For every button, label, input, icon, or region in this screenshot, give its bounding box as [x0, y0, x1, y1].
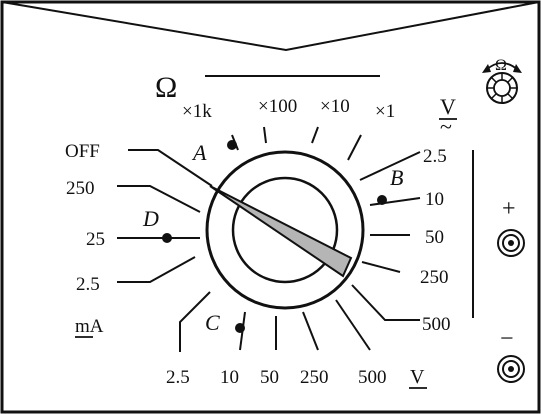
- ohm-range-x1: ×1: [375, 101, 395, 122]
- ma-label-250: 250: [66, 178, 95, 199]
- acv-leader-500: [351, 284, 420, 321]
- ac-symbol: ~: [440, 114, 452, 139]
- point-a-label: A: [191, 140, 207, 165]
- dcv-label-10: 10: [220, 367, 239, 388]
- tick-ohm-x10: [311, 126, 319, 144]
- meter-window-edge: [1, 1, 540, 52]
- dcv-label-500: 500: [358, 367, 387, 388]
- selector-pointer[interactable]: [209, 185, 353, 278]
- point-a-marker: [227, 140, 237, 150]
- ohm-range-x100: ×100: [258, 96, 297, 117]
- ma-label-25: 25: [86, 229, 105, 250]
- acv-leader-10: [369, 197, 421, 206]
- point-b-label: B: [390, 165, 403, 190]
- ma-unit: mA: [75, 316, 104, 337]
- selector-dial-inner: [231, 176, 339, 284]
- negative-terminal-jack-icon[interactable]: [497, 355, 525, 383]
- acv-unit: V: [440, 94, 456, 119]
- tick-ohm-x1: [347, 134, 362, 161]
- point-c-marker: [235, 323, 245, 333]
- dcv-label-2-5: 2.5: [166, 367, 190, 388]
- acv-label-500: 500: [422, 314, 451, 335]
- acv-leader-2-5: [359, 151, 421, 181]
- off-leader-line: [128, 149, 213, 187]
- positive-terminal-label: +: [502, 196, 516, 222]
- ohm-range-x10: ×10: [320, 96, 350, 117]
- acv-label-250: 250: [420, 267, 449, 288]
- negative-terminal-label: −: [500, 326, 514, 352]
- zero-adjust-knob-icon[interactable]: [482, 62, 522, 104]
- ohm-range-x1k: ×1k: [182, 101, 212, 122]
- zero-adjust-symbol: Ω: [495, 57, 507, 74]
- ma-leader-2-5: [117, 256, 196, 283]
- positive-terminal-jack-icon[interactable]: [497, 229, 525, 257]
- point-d-marker: [162, 233, 172, 243]
- acv-label-2-5: 2.5: [423, 146, 447, 167]
- dcv-label-250: 250: [300, 367, 329, 388]
- dcv-leader-250: [302, 311, 319, 351]
- dcv-leader-500: [335, 299, 371, 351]
- dcv-leader-2-5: [179, 291, 211, 352]
- point-c-label: C: [205, 310, 220, 335]
- off-label: OFF: [65, 141, 100, 162]
- acv-label-50: 50: [425, 227, 444, 248]
- point-d-label: D: [142, 206, 159, 231]
- acv-label-10: 10: [425, 189, 444, 210]
- ohm-symbol: Ω: [155, 71, 177, 104]
- ma-leader-250: [117, 185, 201, 213]
- acv-leader-250: [361, 261, 401, 273]
- dcv-unit: V: [410, 366, 425, 388]
- dcv-label-50: 50: [260, 367, 279, 388]
- ma-label-2-5: 2.5: [76, 274, 100, 295]
- point-b-marker: [377, 195, 387, 205]
- tick-ohm-x100: [263, 126, 267, 144]
